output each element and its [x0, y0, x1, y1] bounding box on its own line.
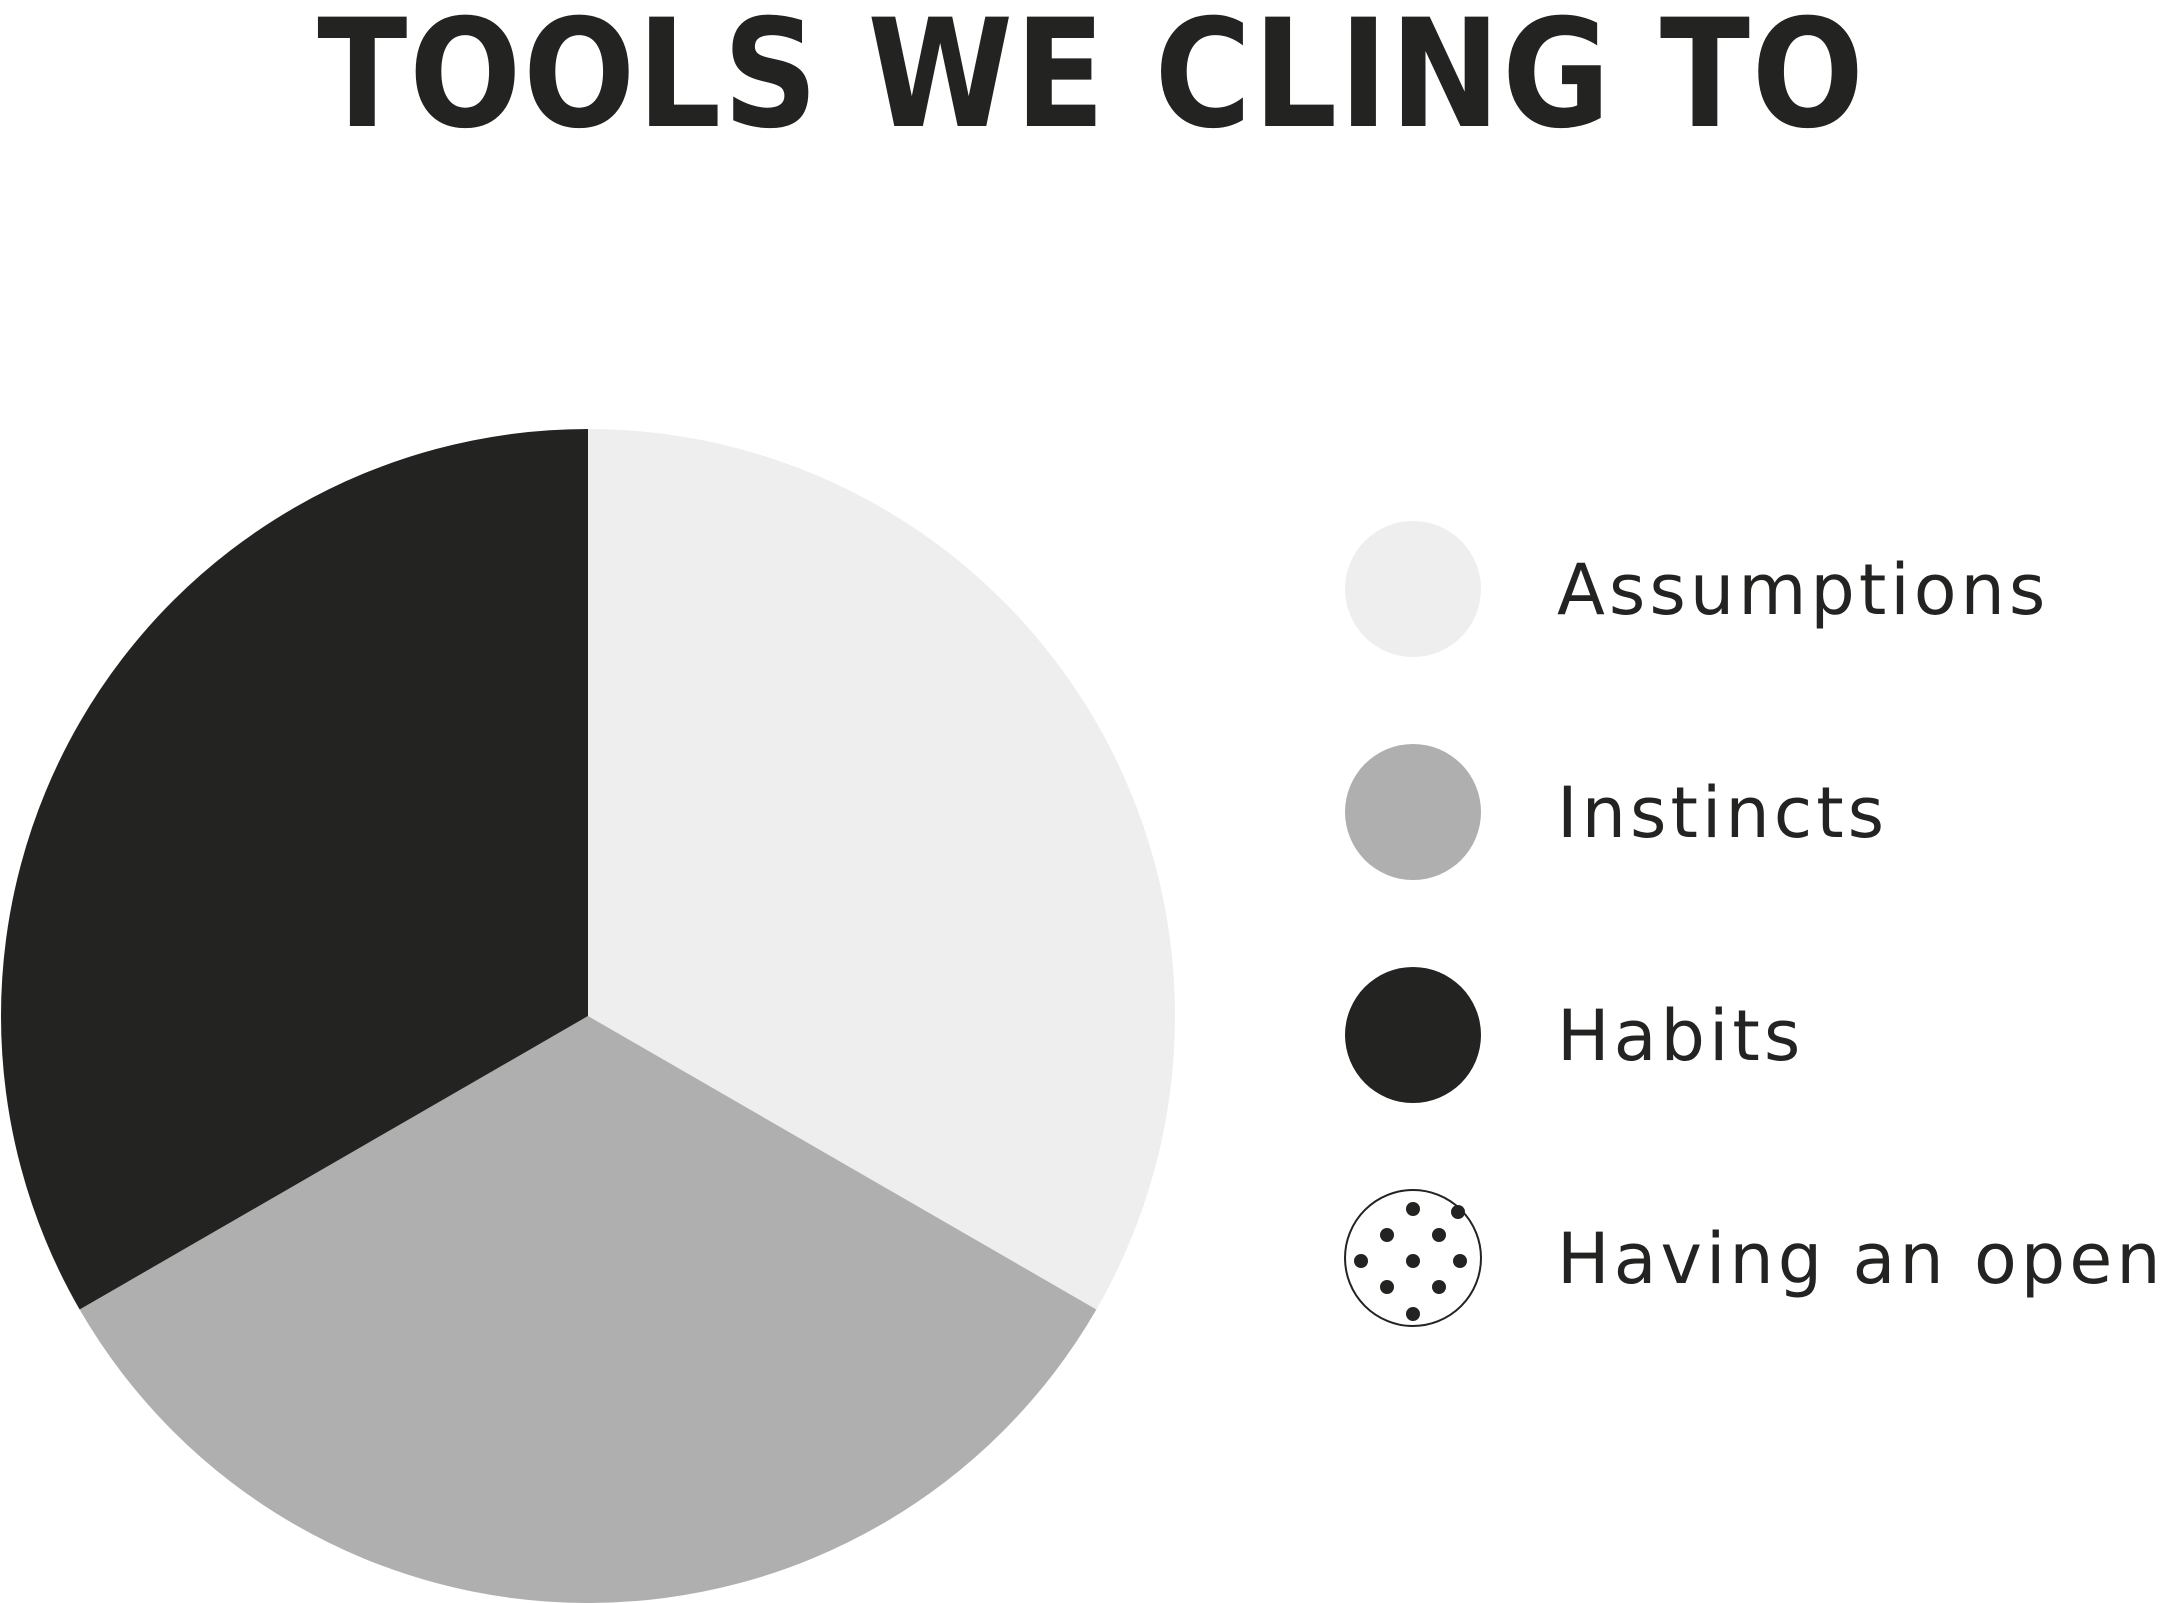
pie-slice-instincts: [79, 1016, 1097, 1603]
legend-marker-assumptions: [1345, 521, 1481, 657]
pie-slices: [0, 428, 1176, 1603]
chart-title: TOOLS WE CLING TO: [317, 0, 1866, 162]
legend-label-having-an-open-mind: Having an open mind: [1557, 1218, 2183, 1300]
legend-label-instincts: Instincts: [1557, 772, 1888, 854]
legend-marker-having-an-open-mind: [1344, 1189, 1482, 1327]
legend-marker-instincts: [1345, 744, 1481, 880]
pie-slice-habits: [0, 428, 589, 1310]
pie-slice-assumptions: [588, 428, 1176, 1310]
legend-label-assumptions: Assumptions: [1557, 549, 2049, 631]
legend-label-habits: Habits: [1557, 995, 1804, 1077]
legend-marker-habits: [1345, 967, 1481, 1103]
